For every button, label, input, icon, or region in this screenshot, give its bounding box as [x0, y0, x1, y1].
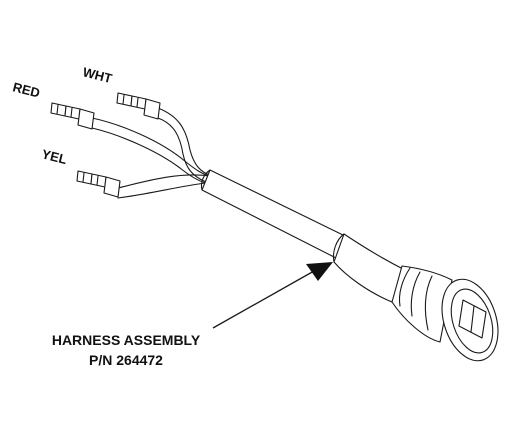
- yel-wire: [117, 174, 211, 199]
- leader-arrow: [212, 262, 333, 329]
- connector-face: [441, 278, 499, 362]
- caption-line-1: HARNESS ASSEMBLY: [52, 332, 201, 348]
- cable-jacket: [200, 169, 346, 259]
- wire-label-yel: YEL: [40, 146, 68, 167]
- connector-body: [391, 265, 453, 343]
- yel-terminal: [76, 170, 121, 198]
- wht-wire: [157, 107, 213, 183]
- red-terminal: [50, 102, 95, 130]
- caption-line-2: P/N 264472: [89, 352, 163, 368]
- wire-label-wht: WHT: [81, 64, 113, 86]
- wht-terminal: [116, 92, 161, 120]
- red-wire: [91, 117, 213, 184]
- wire-label-red: RED: [11, 79, 41, 100]
